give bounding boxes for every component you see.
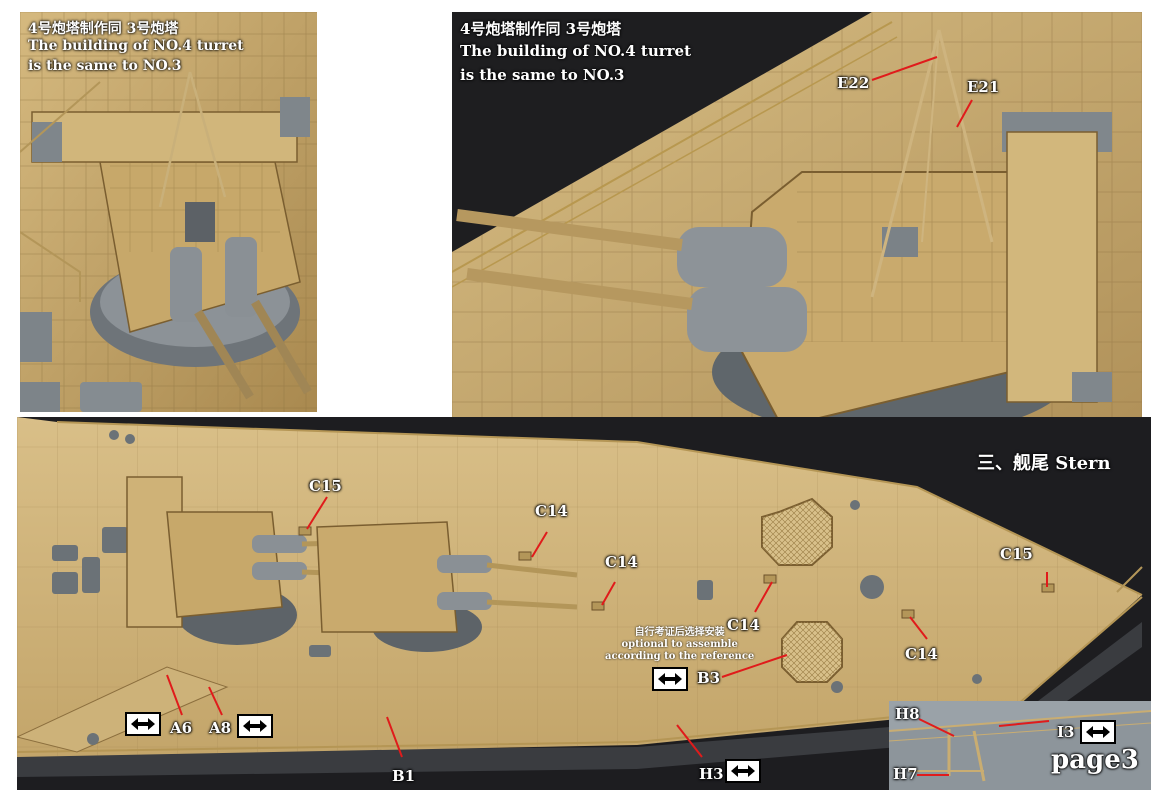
bend-arrow-icon-a6 xyxy=(125,712,161,736)
part-label-a6: A6 xyxy=(170,719,193,737)
part-label-a8: A8 xyxy=(209,719,232,737)
part-label-c14: C14 xyxy=(727,616,760,634)
caption-cn: 4号炮塔制作同 3号炮塔 xyxy=(460,20,622,38)
turret-photo-left xyxy=(20,12,317,412)
photo-panel-top-left: 4号炮塔制作同 3号炮塔 The building of NO.4 turret… xyxy=(20,12,317,412)
caption-cn: 4号炮塔制作同 3号炮塔 xyxy=(28,21,179,37)
bend-arrow-icon-a8 xyxy=(237,714,273,738)
part-label-c14: C14 xyxy=(605,553,638,571)
part-label-h8: H8 xyxy=(895,705,920,723)
detail-inset: H8 H7 I3 page3 xyxy=(889,701,1151,790)
bend-arrow-icon-i3 xyxy=(1080,720,1116,744)
turret-photo-right xyxy=(452,12,1142,433)
caption-en-line2: is the same to NO.3 xyxy=(460,66,625,84)
caption-en-line1: The building of NO.4 turret xyxy=(28,38,244,54)
stern-deck-photo xyxy=(17,417,1151,790)
part-label-h3: H3 xyxy=(699,765,724,783)
optional-note: 自行考证后选择安装 optional to assemble according… xyxy=(605,627,754,663)
bend-arrow-icon-h3 xyxy=(725,759,761,783)
caption-en-line1: The building of NO.4 turret xyxy=(460,42,691,60)
bend-arrow-icon-b3 xyxy=(652,667,688,691)
part-label-c15: C15 xyxy=(1000,545,1033,563)
part-label-b3: B3 xyxy=(697,669,721,687)
optional-note-en-line1: optional to assemble xyxy=(621,639,738,650)
part-label-e21: E21 xyxy=(967,78,1000,96)
photo-panel-top-right: 4号炮塔制作同 3号炮塔 The building of NO.4 turret… xyxy=(452,12,1142,433)
photo-panel-stern: H8 H7 I3 page3 三、舰尾 Stern C15 C14 C14 C1… xyxy=(17,417,1151,790)
caption-en-line2: is the same to NO.3 xyxy=(28,58,182,74)
optional-note-en-line2: according to the reference xyxy=(605,651,755,662)
part-label-c14: C14 xyxy=(905,645,938,663)
part-label-h7: H7 xyxy=(893,765,918,783)
part-label-c15: C15 xyxy=(309,477,342,495)
part-label-e22: E22 xyxy=(837,74,870,92)
page-number: page3 xyxy=(1051,745,1139,775)
optional-note-cn: 自行考证后选择安装 xyxy=(634,627,725,638)
section-title: 三、舰尾 Stern xyxy=(977,453,1111,474)
part-label-b1: B1 xyxy=(392,767,416,785)
part-label-c14: C14 xyxy=(535,502,568,520)
part-label-i3: I3 xyxy=(1057,723,1075,741)
